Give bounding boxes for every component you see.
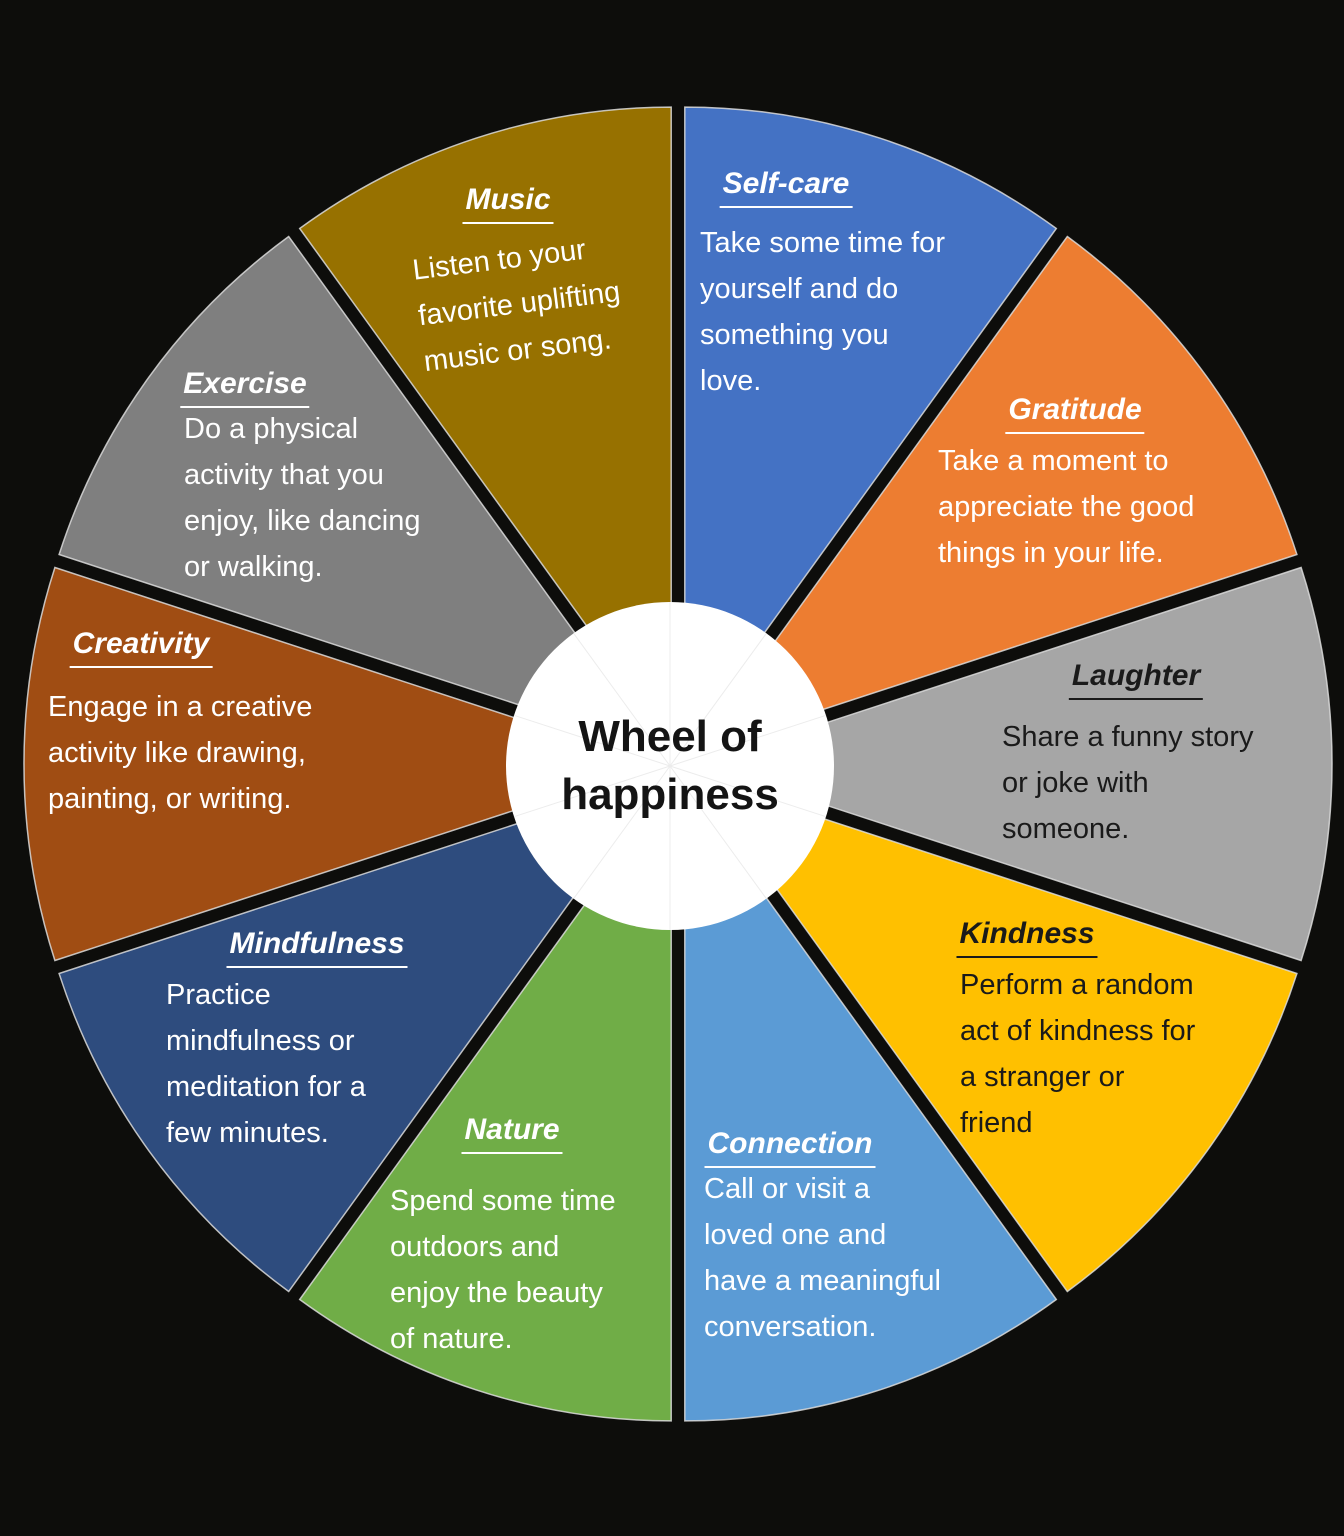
segment-nature-description: Spend some time outdoors and enjoy the b… xyxy=(390,1185,616,1355)
wedge-self-care xyxy=(684,106,1058,746)
center-spoke-line xyxy=(669,714,827,767)
wheel-center-title: Wheel of happiness xyxy=(561,712,779,819)
center-spoke-line xyxy=(513,765,671,818)
center-spoke-line xyxy=(669,765,827,818)
segment-connection-description: Call or visit a loved one and have a mea… xyxy=(704,1173,941,1343)
wedge-gratitude xyxy=(693,235,1298,753)
segment-mindfulness-title: Mindfulness xyxy=(226,926,408,968)
wedge-creativity xyxy=(23,566,659,962)
wedge-nature xyxy=(298,782,672,1422)
center-spoke-line xyxy=(573,765,671,899)
wedge-music xyxy=(298,106,672,746)
wedge-kindness xyxy=(693,775,1298,1293)
center-spoke-line xyxy=(513,714,671,767)
segment-connection-title: Connection xyxy=(704,1126,876,1168)
segment-gratitude-description: Take a moment to appreciate the good thi… xyxy=(938,445,1195,569)
segment-self-care-description: Take some time for yourself and do somet… xyxy=(700,227,945,397)
center-spoke-line xyxy=(669,765,767,899)
segment-self-care-title: Self-care xyxy=(719,166,853,208)
segment-music-description: Listen to your favorite uplifting music … xyxy=(410,233,622,379)
segment-creativity-description: Engage in a creative activity like drawi… xyxy=(48,691,313,815)
wedge-exercise xyxy=(58,235,663,753)
segment-laughter-description: Share a funny story or joke with someone… xyxy=(1002,721,1254,845)
segment-exercise-title-text: Exercise xyxy=(180,366,310,408)
segment-nature-title-text: Nature xyxy=(461,1112,563,1154)
segment-creativity-title-text: Creativity xyxy=(69,626,213,668)
segment-self-care-title-text: Self-care xyxy=(719,166,853,208)
wedge-connection xyxy=(684,782,1058,1422)
segment-kindness-description: Perform a random act of kindness for a s… xyxy=(960,969,1196,1139)
segment-nature-title: Nature xyxy=(461,1112,563,1154)
segment-exercise-description: Do a physical activity that you enjoy, l… xyxy=(184,413,421,583)
segment-kindness-title-text: Kindness xyxy=(956,916,1098,958)
segment-laughter-title-text: Laughter xyxy=(1068,658,1204,700)
segment-mindfulness-title-text: Mindfulness xyxy=(226,926,408,968)
segment-gratitude-title: Gratitude xyxy=(1005,392,1145,434)
segment-creativity-title: Creativity xyxy=(69,626,213,668)
segment-mindfulness-description: Practice mindfulness or meditation for a… xyxy=(166,979,366,1149)
center-spoke-line xyxy=(669,633,767,767)
center-spoke-line xyxy=(573,633,671,767)
segment-music-title-text: Music xyxy=(462,182,554,224)
segment-exercise-title: Exercise xyxy=(180,366,310,408)
segment-music-title: Music xyxy=(462,182,554,224)
wedge-laughter xyxy=(697,566,1333,962)
segment-connection-title-text: Connection xyxy=(704,1126,876,1168)
segment-laughter-title: Laughter xyxy=(1068,658,1204,700)
segment-kindness-title: Kindness xyxy=(956,916,1098,958)
segment-gratitude-title-text: Gratitude xyxy=(1005,392,1145,434)
wedge-mindfulness xyxy=(58,775,663,1293)
